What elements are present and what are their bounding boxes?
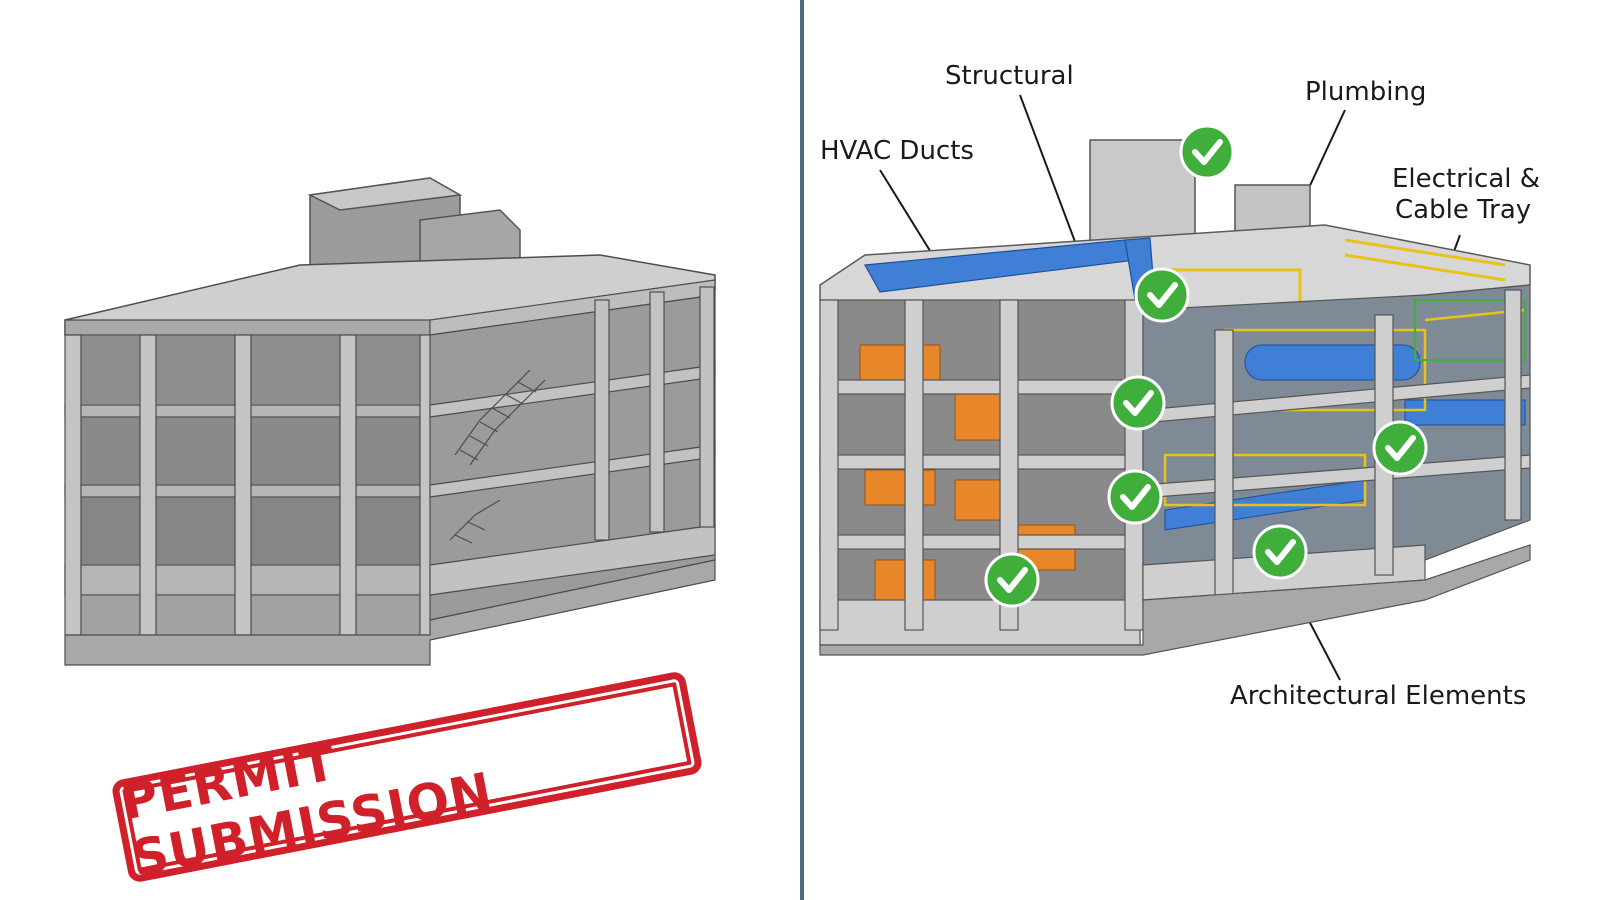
check-icon <box>1179 124 1235 180</box>
check-icon <box>1107 469 1163 525</box>
label-electrical-line2: Cable Tray <box>1395 195 1532 225</box>
coordinated-model-panel: Structural Plumbing HVAC Ducts Electrica… <box>805 0 1600 900</box>
check-icon <box>1252 524 1308 580</box>
check-icon <box>1134 267 1190 323</box>
label-architectural-elements: Architectural Elements <box>1230 681 1527 711</box>
check-icon <box>1372 420 1428 476</box>
label-structural: Structural <box>945 61 1074 91</box>
panel-divider <box>800 0 804 900</box>
grey-building-model <box>64 177 716 666</box>
check-icon-group <box>984 124 1428 608</box>
coordinated-building-model <box>819 94 1531 681</box>
check-icon <box>984 552 1040 608</box>
structural-model-panel: PERMIT SUBMISSION <box>64 177 716 888</box>
check-icon <box>1110 375 1166 431</box>
label-hvac-ducts: HVAC Ducts <box>820 136 974 166</box>
label-plumbing: Plumbing <box>1305 77 1427 107</box>
label-electrical-line1: Electrical & <box>1392 164 1541 194</box>
